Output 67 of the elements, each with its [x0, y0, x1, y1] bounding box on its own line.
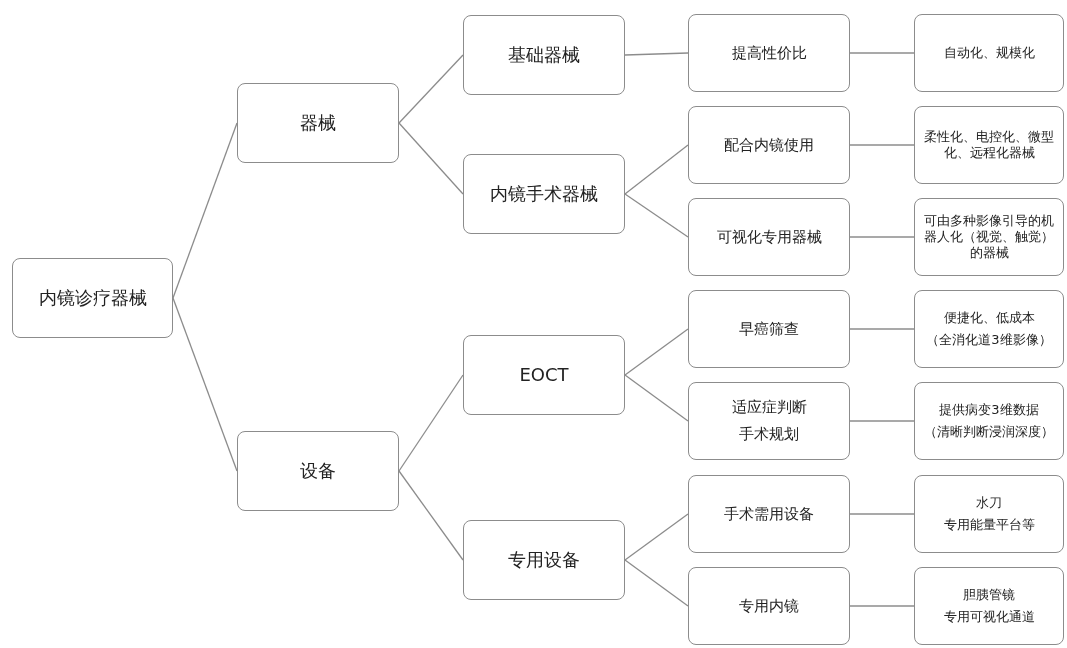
- connector-line: [398, 54, 464, 124]
- node-label: 便捷化、低成本: [943, 309, 1035, 326]
- node-label: 专用内镜: [739, 596, 799, 616]
- category-box: [914, 14, 1064, 92]
- connector-line: [624, 559, 689, 607]
- node-label: EOCT: [519, 363, 569, 387]
- category-box: [688, 14, 850, 92]
- category-box: [914, 290, 1064, 368]
- category-box: [914, 567, 1064, 645]
- node-label: 手术需用设备: [724, 504, 814, 524]
- node-label: 早癌筛查: [739, 319, 799, 339]
- category-box: [688, 475, 850, 553]
- connector-line: [849, 513, 915, 515]
- category-box: [688, 198, 850, 276]
- category-box: [914, 198, 1064, 276]
- connector-line: [624, 328, 689, 376]
- connector-line: [398, 470, 464, 561]
- node-label: 基础器械: [508, 43, 580, 67]
- connector-line: [172, 297, 238, 472]
- connector-line: [849, 52, 915, 54]
- connector-line: [172, 122, 238, 299]
- category-box: [237, 431, 399, 511]
- category-box: [688, 290, 850, 368]
- node-label: 专用设备: [508, 548, 580, 572]
- connector-line: [624, 374, 689, 422]
- connector-line: [624, 193, 689, 238]
- node-label: 器械: [300, 111, 336, 135]
- category-box: [12, 258, 173, 338]
- node-label: 内镜诊疗器械: [38, 286, 147, 310]
- category-box: [914, 106, 1064, 184]
- connector-line: [849, 420, 915, 422]
- category-box: [688, 382, 850, 460]
- node-label: 提供病变3维数据: [939, 401, 1039, 418]
- node-label: 专用可视化通道: [943, 609, 1035, 626]
- node-label: 可由多种影像引导的机器人化（视觉、触觉）的器械: [923, 212, 1055, 262]
- node-label: 柔性化、电控化、微型化、远程化器械: [923, 128, 1055, 162]
- connector-line: [398, 374, 464, 472]
- connector-line: [849, 328, 915, 330]
- node-label: （清晰判断浸润深度）: [924, 424, 1054, 441]
- connector-line: [624, 52, 689, 56]
- connector-line: [849, 605, 915, 607]
- node-label: 自动化、规模化: [943, 44, 1035, 62]
- connector-line: [849, 236, 915, 238]
- category-box: [688, 106, 850, 184]
- node-label: 手术规划: [739, 425, 799, 444]
- category-box: [463, 520, 625, 600]
- category-box: [237, 83, 399, 163]
- node-label: 提高性价比: [731, 43, 807, 63]
- category-box: [463, 335, 625, 415]
- connector-line: [624, 144, 689, 195]
- node-label: 内镜手术器械: [490, 182, 598, 206]
- node-label: 适应症判断: [731, 398, 807, 417]
- node-label: 配合内镜使用: [724, 135, 814, 155]
- category-box: [463, 15, 625, 95]
- connector-line: [624, 513, 689, 561]
- node-label: 设备: [300, 459, 336, 483]
- node-label: 胆胰管镜: [963, 586, 1015, 603]
- category-box: [463, 154, 625, 234]
- connector-line: [398, 122, 464, 195]
- node-label: 可视化专用器械: [716, 227, 822, 247]
- node-label: 专用能量平台等: [943, 517, 1035, 534]
- category-box: [914, 475, 1064, 553]
- node-label: 水刀: [976, 494, 1002, 511]
- node-label: （全消化道3维影像）: [926, 332, 1052, 349]
- category-box: [688, 567, 850, 645]
- category-box: [914, 382, 1064, 460]
- connector-line: [849, 144, 915, 146]
